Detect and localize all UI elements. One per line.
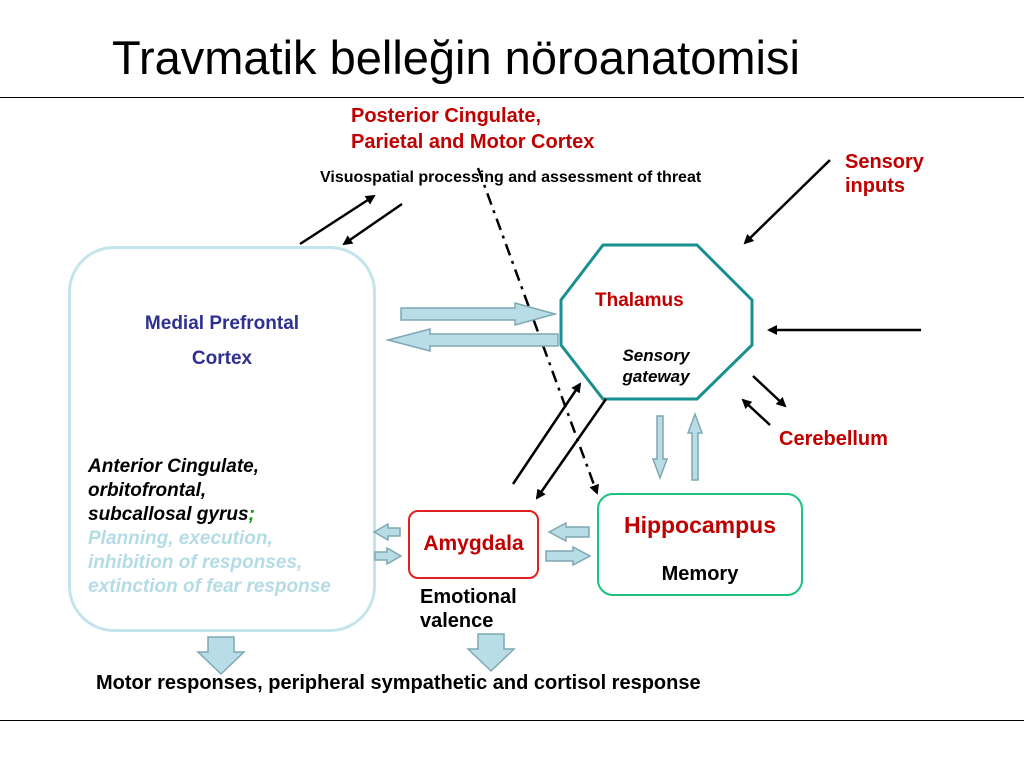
amygdala-sub-line2: valence [420, 610, 494, 632]
mpfc-box [68, 246, 376, 632]
sensory-inputs-line1: Sensory [845, 151, 924, 173]
block-arrow-thalamus-to-mpfc [385, 328, 559, 352]
mpfc-function-line2: inhibition of responses, [88, 552, 303, 573]
amygdala-label: Amygdala [423, 532, 524, 555]
mpfc-sub-line1: Anterior Cingulate, [88, 456, 260, 477]
posterior-label-line1: Posterior Cingulate, [351, 105, 542, 127]
mpfc-label-line2: Cortex [191, 348, 253, 369]
arrow-thalamus-to-amygdala [535, 398, 608, 500]
footer-divider [0, 720, 1024, 721]
block-arrow-mpfc-to-thalamus [400, 302, 558, 326]
arrow-posterior-to-mpfc [342, 202, 403, 246]
hippocampus-label: Hippocampus [623, 512, 777, 538]
hippocampus-box [597, 493, 803, 596]
block-arrow-thalamus-to-hippocampus [651, 415, 669, 481]
mpfc-sub-line3: subcallosal gyrus [88, 504, 249, 525]
thalamus-sub-line2: gateway [622, 367, 690, 386]
mpfc-semicolon: ; [248, 504, 255, 525]
amygdala-sub-line1: Emotional [420, 586, 517, 608]
mpfc-function-line3: extinction of fear response [88, 576, 331, 597]
mpfc-label-line1: Medial Prefrontal [144, 313, 300, 334]
title-divider [0, 97, 1024, 98]
arrow-cerebellum-to-thalamus [741, 398, 771, 426]
amygdala-function: Emotional valence [420, 585, 517, 633]
arrow-mpfc-to-posterior [299, 194, 376, 246]
arrow-thalamus-to-cerebellum [752, 375, 787, 408]
mpfc-label: Medial Prefrontal Cortex [68, 306, 376, 376]
posterior-function-text: Visuospatial processing and assessment o… [320, 169, 702, 186]
amygdala-box [408, 510, 539, 579]
posterior-label-line2: Parietal and Motor Cortex [351, 131, 595, 153]
arrow-sensory-inputs-to-thalamus [743, 159, 831, 245]
block-arrow-amygdala-down [466, 633, 516, 673]
sensory-inputs-line2: inputs [845, 175, 905, 197]
slide-title: Travmatik belleğin nöroanatomisi [112, 31, 800, 84]
sensory-inputs-label: Sensory inputs [845, 150, 924, 198]
block-arrow-mpfc-down [196, 636, 246, 676]
block-arrow-amygdala-to-hippocampus [545, 545, 592, 567]
thalamus-sub-line1: Sensory [622, 346, 690, 365]
block-arrow-hippocampus-to-amygdala [547, 521, 590, 543]
mpfc-function-line1: Planning, execution, [88, 528, 273, 549]
thalamus-octagon [559, 243, 754, 401]
hippocampus-function: Memory [661, 563, 739, 585]
thalamus-label: Thalamus [595, 290, 684, 311]
thalamus-function: Sensory gateway [610, 345, 702, 387]
output-response-text: Motor responses, peripheral sympathetic … [96, 672, 701, 694]
arrow-amygdala-to-thalamus [511, 382, 582, 485]
cerebellum-label: Cerebellum [779, 428, 888, 450]
mpfc-subregions: Anterior Cingulate, orbitofrontal, subca… [88, 455, 331, 599]
block-arrow-amygdala-to-mpfc [372, 522, 401, 542]
block-arrow-mpfc-to-amygdala [374, 546, 403, 566]
block-arrow-hippocampus-to-thalamus [686, 411, 704, 481]
posterior-cortex-label: Posterior Cingulate, Parietal and Motor … [351, 103, 594, 155]
mpfc-sub-line2: orbitofrontal, [88, 480, 207, 501]
